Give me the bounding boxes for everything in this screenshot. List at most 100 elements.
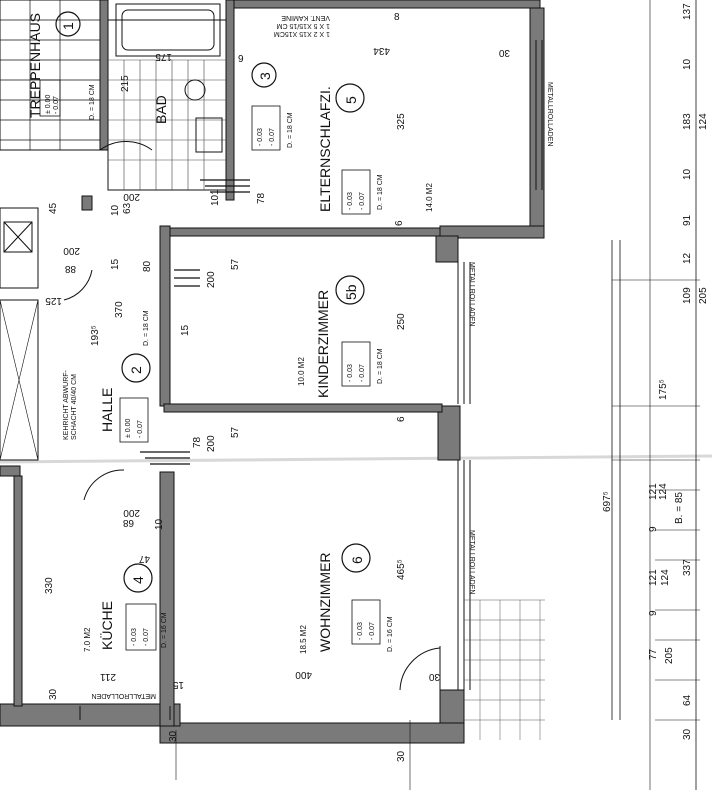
stair-level-a: ± 0.00 <box>45 94 52 114</box>
elternschlafzi-level-b: - 0.07 <box>359 192 366 210</box>
wohnzimmer-depth: D. = 16 CM <box>387 616 394 652</box>
elternschlafzi-area: 14.0 M2 <box>425 183 434 212</box>
dim-label: 9 <box>238 54 244 65</box>
vent-kamine-label-1: VENT. KAMINE <box>281 14 330 21</box>
room-name-kueche: KÜCHE <box>98 601 115 650</box>
elternschlafzi-depth: D. = 18 CM <box>377 174 384 210</box>
wohnzimmer-level-b: - 0.07 <box>369 622 376 640</box>
dim-label: 77 <box>648 648 659 660</box>
wohnzimmer-area: 18.5 M2 <box>299 625 308 654</box>
room-name-elternschlafzi: ELTERNSCHLAFZI. <box>317 86 333 212</box>
metallrolladen-label-1: METALLROLLADEN <box>546 82 553 146</box>
dim-label: 200 <box>63 245 80 256</box>
dim-label: 6 <box>394 220 405 226</box>
dim-label: 57 <box>230 258 241 270</box>
metallrolladen-label-2: METALLROLLADEN <box>468 262 475 326</box>
halle-depth: D. = 18 CM <box>143 310 150 346</box>
room-number-3: 3 <box>257 72 273 80</box>
kueche-depth: D. = 16 CM <box>161 612 168 648</box>
dim-label: 64 <box>682 694 693 706</box>
dim-label: 205 <box>698 287 709 304</box>
dim-label: 10 <box>682 58 693 70</box>
dim-label: 200 <box>123 191 140 202</box>
dim-label: 47 <box>138 553 150 564</box>
dim-label: B. = 85 <box>674 492 685 524</box>
dim-label: 30 <box>498 47 510 58</box>
dim-label: 10 <box>682 168 693 180</box>
room-number-6: 6 <box>349 556 365 564</box>
dim-label: 200 <box>206 271 217 288</box>
room-name-treppenhaus: TREPPENHAUS <box>27 13 43 118</box>
room-number-4: 4 <box>130 576 146 584</box>
kinderzimmer-level-a: - 0.03 <box>347 364 354 382</box>
dim-label: 68 <box>122 517 134 528</box>
stair-level-b: - 0.07 <box>53 96 60 114</box>
dim-label: 337 <box>682 559 693 576</box>
dim-label: 101 <box>210 189 221 206</box>
dim-label: 12 <box>682 252 693 264</box>
dim-label: 175⁵ <box>658 379 669 400</box>
dim-label: 183 <box>682 113 693 130</box>
dim-label: 30 <box>48 688 59 700</box>
room-name-bad: BAD <box>153 95 169 124</box>
room-number-5: 5 <box>343 96 359 104</box>
kinderzimmer-depth: D. = 18 CM <box>377 348 384 384</box>
dim-label: 30 <box>396 750 407 762</box>
metallrolladen-label-4: METALLROLLADEN <box>92 692 156 699</box>
dim-label: 124 <box>658 483 669 500</box>
kehricht-label-1: KEHRICHT ABWURF- <box>63 369 70 440</box>
dim-label: 205 <box>664 647 675 664</box>
dim-label: 9 <box>648 610 659 616</box>
dim-label: 30 <box>682 728 693 740</box>
dim-label: 80 <box>142 260 153 272</box>
dim-label: 15 <box>110 258 121 270</box>
vent-kamine-label-2: 1 X 5 X15/15 CM <box>277 22 330 29</box>
kueche-level-a: - 0.03 <box>131 628 138 646</box>
kinderzimmer-level-b: - 0.07 <box>359 364 366 382</box>
dim-label: 30 <box>168 730 179 742</box>
dim-label: 124 <box>698 113 709 130</box>
dim-label: 63 <box>122 202 133 214</box>
room-number-circles <box>55 11 371 593</box>
dim-label: 109 <box>682 287 693 304</box>
dim-label: 370 <box>114 301 125 318</box>
dim-label: 10 <box>154 518 165 530</box>
halle-level-a: ± 0.00 <box>125 418 132 438</box>
dim-label: 465⁵ <box>396 559 407 580</box>
metallrolladen-label-3: METALLROLLADEN <box>468 530 475 594</box>
dim-label: 9 <box>648 526 659 532</box>
annotations: METALLROLLADEN METALLROLLADEN METALLROLL… <box>63 14 553 699</box>
room-number-5b: 5b <box>343 284 359 300</box>
walls <box>0 0 545 744</box>
kinderzimmer-area: 10.0 M2 <box>297 357 306 386</box>
plan-linework <box>0 0 700 790</box>
bad-depth: D. = 18 CM <box>287 112 294 148</box>
stair-depth: D. = 18 CM <box>89 84 96 120</box>
room-number-2: 2 <box>128 366 144 374</box>
dim-label: 8 <box>394 12 400 23</box>
dim-label: 400 <box>295 669 312 680</box>
dim-label: 250 <box>396 313 407 330</box>
dim-label: 137 <box>682 3 693 20</box>
dim-label: 125 <box>45 295 62 306</box>
dim-label: 78 <box>192 436 203 448</box>
vent-kamine-label-3: 1 X 2 X15 X15CM <box>274 30 330 37</box>
kueche-level-b: - 0.07 <box>143 628 150 646</box>
dim-label: 434 <box>373 45 390 56</box>
dim-label: 15 <box>172 679 184 690</box>
dim-label: 200 <box>123 507 140 518</box>
dim-label: 91 <box>682 214 693 226</box>
dim-label: 57 <box>230 426 241 438</box>
dim-label: 88 <box>64 263 76 274</box>
bad-level-a: - 0.03 <box>257 128 264 146</box>
room-labels: TREPPENHAUS 1 BAD 3 - 0.03 - 0.07 D. = 1… <box>27 13 434 654</box>
dim-label: 325 <box>396 113 407 130</box>
dim-label: 330 <box>44 577 55 594</box>
dim-label: 78 <box>256 192 267 204</box>
dim-label: 200 <box>206 435 217 452</box>
dim-label: 10 <box>110 204 121 216</box>
level-tables <box>39 79 381 651</box>
dim-label: 45 <box>48 202 59 214</box>
dim-label: 697⁵ <box>602 491 613 512</box>
